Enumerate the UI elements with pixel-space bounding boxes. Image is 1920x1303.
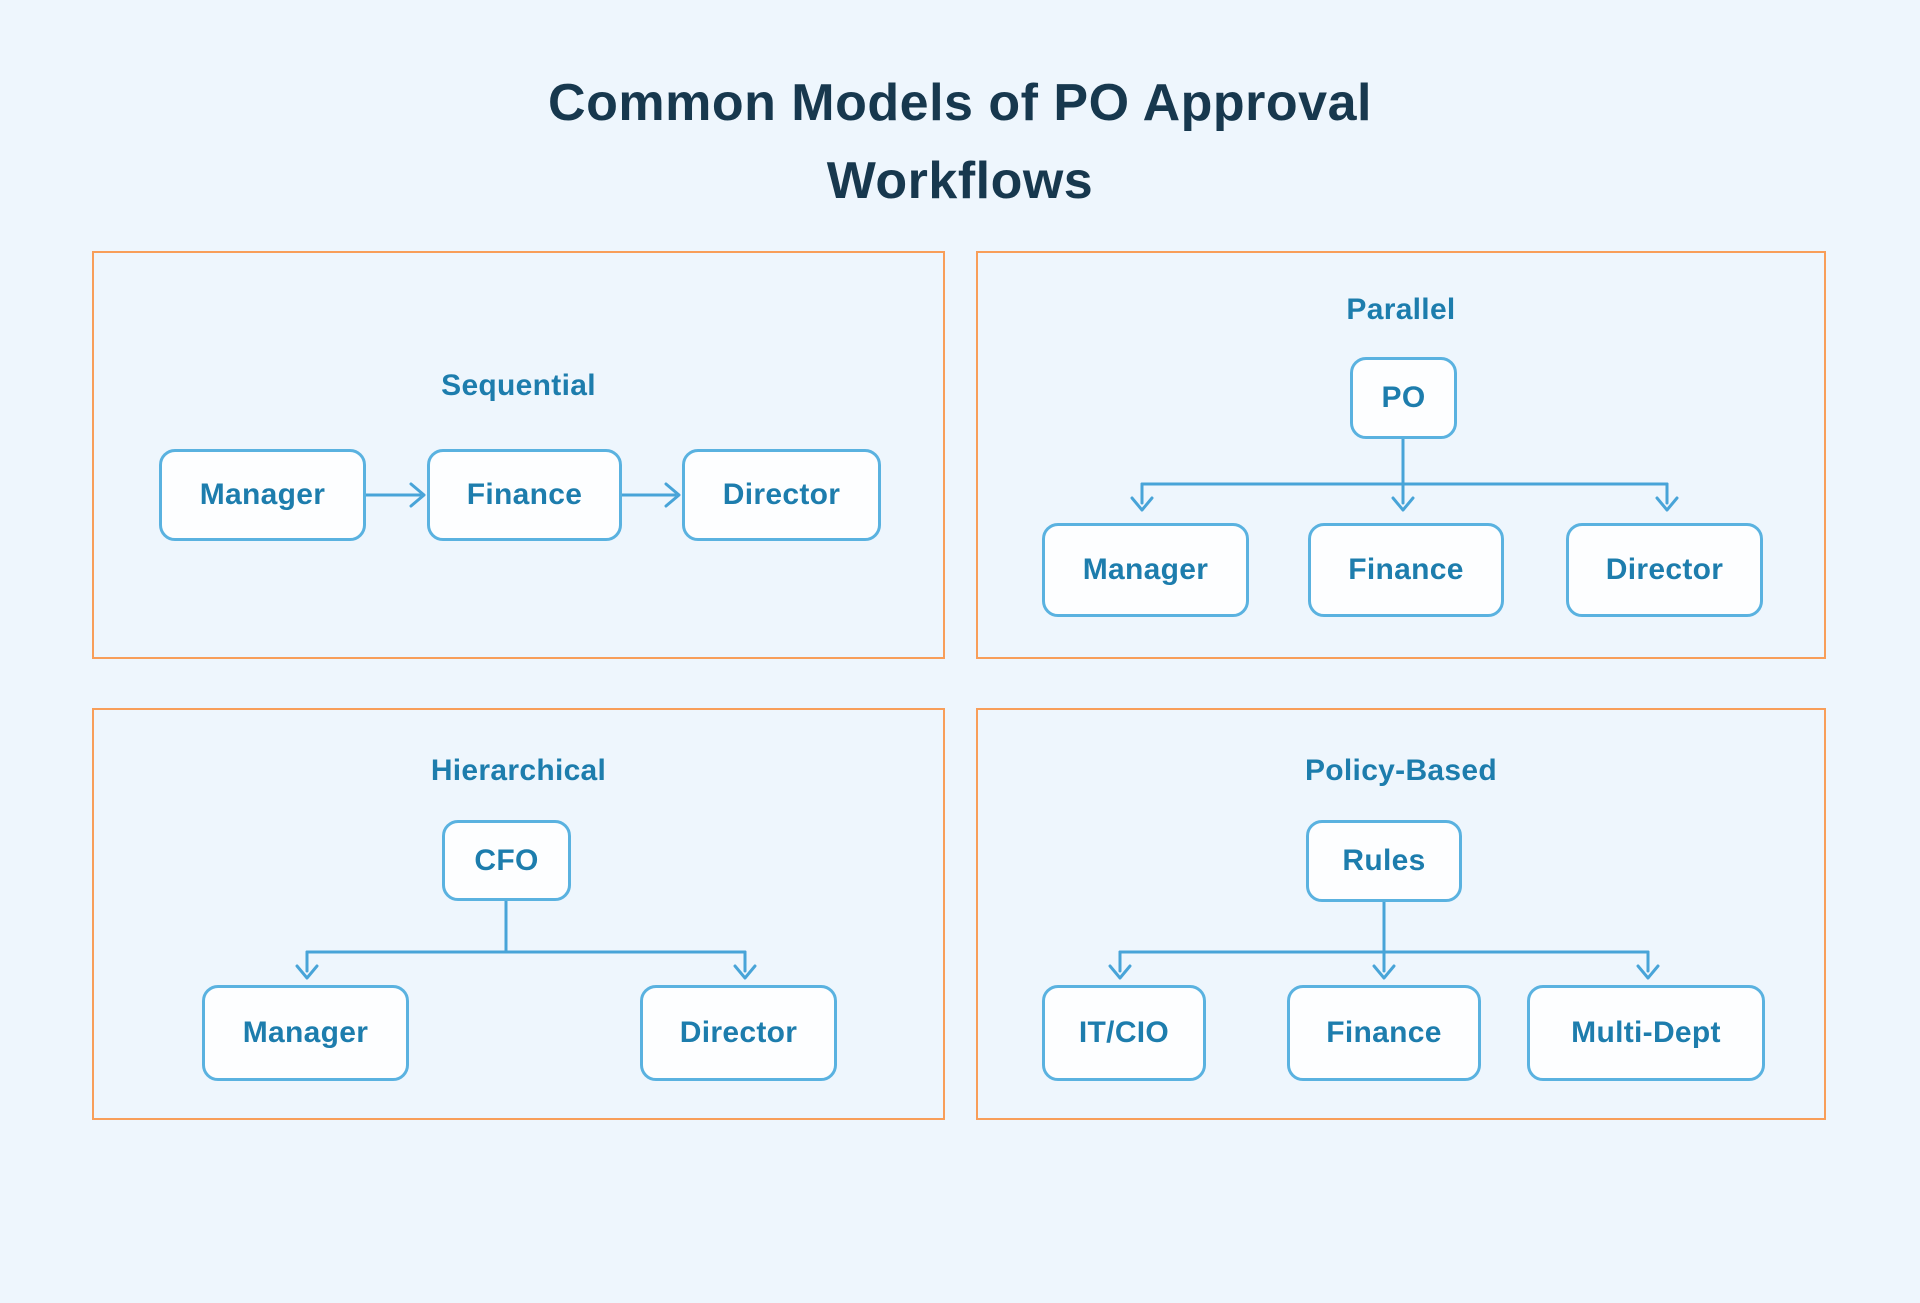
- arrow-head-icon: [1636, 964, 1660, 980]
- arrow-head-icon: [295, 964, 319, 980]
- panel-hierarchical-title: Hierarchical: [430, 754, 607, 787]
- panel-parallel: Parallel PO Manager Finance Director: [976, 251, 1826, 659]
- node-cfo: CFO: [442, 820, 571, 901]
- node-director: Director: [640, 985, 837, 1081]
- page-title: Common Models of PO Approval Workflows: [0, 64, 1920, 220]
- node-finance: Finance: [1287, 985, 1481, 1081]
- arrow-head-icon: [1391, 496, 1415, 512]
- panel-hierarchical: Hierarchical CFO Manager Director: [92, 708, 945, 1120]
- arrow-head-icon: [409, 482, 426, 508]
- node-multi-dept: Multi-Dept: [1527, 985, 1765, 1081]
- panel-parallel-title: Parallel: [1346, 293, 1456, 326]
- node-director: Director: [1566, 523, 1763, 617]
- node-finance: Finance: [1308, 523, 1504, 617]
- panel-sequential-title: Sequential: [441, 369, 596, 402]
- panel-policy-based: Policy-Based Rules IT/CIO Finance Multi-…: [976, 708, 1826, 1120]
- node-rules: Rules: [1306, 820, 1462, 902]
- arrow-head-icon: [664, 482, 681, 508]
- node-po: PO: [1350, 357, 1457, 439]
- node-finance: Finance: [427, 449, 622, 541]
- node-manager: Manager: [159, 449, 366, 541]
- node-manager: Manager: [1042, 523, 1249, 617]
- node-director: Director: [682, 449, 881, 541]
- arrow-head-icon: [1372, 964, 1396, 980]
- panel-sequential: Sequential Manager Finance Director: [92, 251, 945, 659]
- node-it-cio: IT/CIO: [1042, 985, 1206, 1081]
- arrow-head-icon: [733, 964, 757, 980]
- arrow-head-icon: [1655, 496, 1679, 512]
- arrow-head-icon: [1130, 496, 1154, 512]
- node-manager: Manager: [202, 985, 409, 1081]
- arrow-head-icon: [1108, 964, 1132, 980]
- panel-policy-based-title: Policy-Based: [1304, 754, 1497, 787]
- page-title-line1: Common Models of PO Approval: [548, 74, 1372, 132]
- page-title-line2: Workflows: [826, 152, 1094, 210]
